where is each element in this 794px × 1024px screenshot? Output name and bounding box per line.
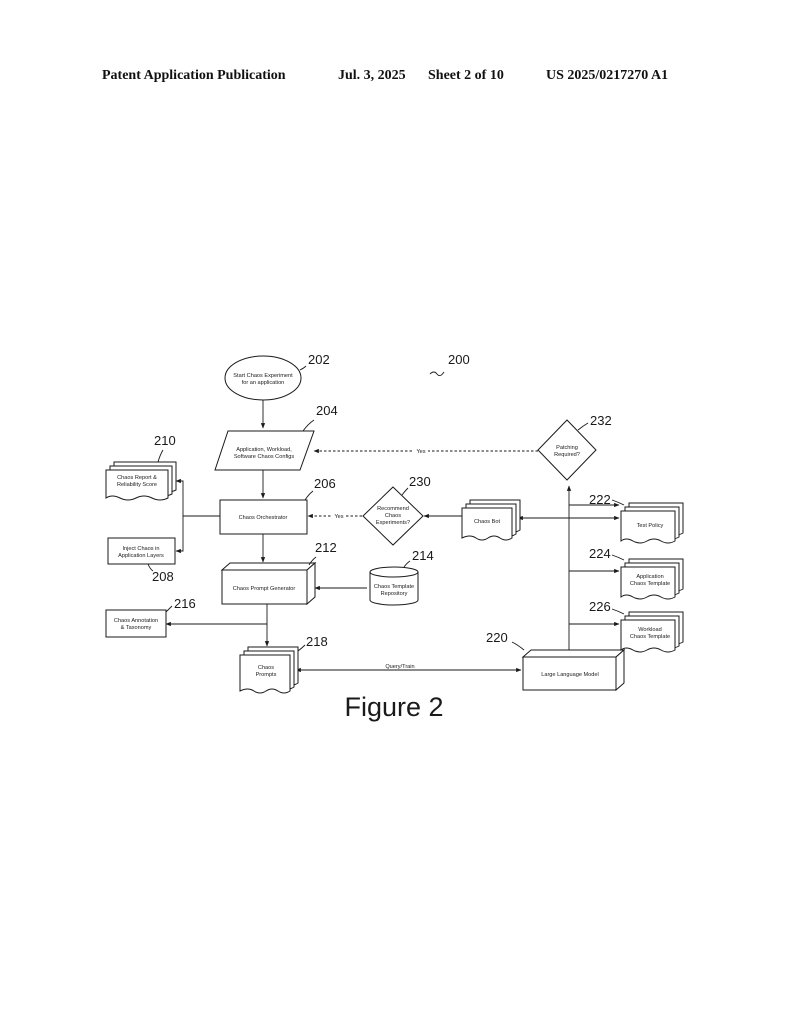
node-annotation-line-1: Chaos Annotation: [114, 618, 158, 624]
node-chaos-bot-line-1: Chaos Bot: [474, 519, 501, 525]
node-start-experiment: Start Chaos Experiment for an applicatio…: [224, 352, 330, 401]
node-workload-template-line-2: Chaos Template: [630, 634, 670, 640]
node-llm-line-1: Large Language Model: [541, 672, 599, 678]
edge-label-query-train: Query/Train: [385, 664, 414, 670]
node-orchestrator: Chaos Orchestrator 206: [219, 476, 336, 535]
node-patching-line-2: Required?: [554, 452, 580, 458]
node-patching-line-1: Patching: [556, 445, 578, 451]
node-test-policy-line-1: Test Policy: [637, 523, 664, 529]
leader-206: [304, 490, 314, 501]
node-inject-line-1: Inject Chaos in: [122, 546, 159, 552]
publication-label: Patent Application Publication: [102, 68, 286, 83]
node-chaos-bot: Chaos Bot: [461, 499, 521, 541]
leader-230: [401, 487, 409, 496]
ref-202: 202: [308, 352, 330, 367]
node-prompts: Chaos Prompts 218: [239, 634, 328, 694]
node-repo-line-1: Chaos Template: [374, 584, 414, 590]
leader-212: [308, 556, 317, 566]
leader-224: [611, 554, 625, 561]
node-workload-template-line-1: Workload: [638, 627, 662, 633]
leader-202: [299, 365, 307, 371]
edge-label-yes-recommend: Yes: [334, 514, 343, 520]
node-workload-template: Workload Chaos Template 226: [589, 599, 684, 653]
node-start-line-2: for an application: [242, 380, 285, 386]
node-test-policy: Test Policy 222: [589, 492, 684, 544]
node-start-line-1: Start Chaos Experiment: [233, 373, 293, 379]
node-report-line-1: Chaos Report &: [117, 475, 157, 481]
node-prompts-line-1: Chaos: [258, 665, 274, 671]
node-llm: Large Language Model 220: [486, 630, 626, 692]
ref-224: 224: [589, 546, 611, 561]
leader-216: [165, 605, 173, 613]
node-template-repo: Chaos Template Repository 214: [369, 548, 434, 606]
leader-210: [157, 449, 164, 463]
ref-204: 204: [316, 403, 338, 418]
node-generator-line-1: Chaos Prompt Generator: [233, 586, 296, 592]
node-inject-line-2: Application Layers: [118, 553, 164, 559]
page-header: Patent Application Publication Jul. 3, 2…: [0, 68, 794, 88]
leader-214: [403, 560, 411, 568]
node-recommend: Recommend Chaos Experiments? 230: [362, 474, 431, 546]
node-app-template-line-2: Chaos Template: [630, 581, 670, 587]
ref-206: 206: [314, 476, 336, 491]
node-report-line-2: Reliability Score: [117, 482, 157, 488]
leader-208: [147, 563, 154, 572]
ref-222: 222: [589, 492, 611, 507]
node-annotation: Chaos Annotation & Taxonomy 216: [105, 596, 196, 638]
ref-208: 208: [152, 569, 174, 584]
node-prompts-line-2: Prompts: [256, 672, 277, 678]
leader-222: [611, 499, 625, 506]
ref-218: 218: [306, 634, 328, 649]
leader-200: [429, 371, 445, 377]
ref-200: 200: [448, 352, 470, 367]
ref-226: 226: [589, 599, 611, 614]
node-patching: Patching Required? 232: [537, 413, 612, 481]
node-annotation-line-2: & Taxonomy: [121, 625, 152, 631]
edge-label-yes-patching: Yes: [416, 449, 425, 455]
patent-number: US 2025/0217270 A1: [546, 68, 669, 83]
node-recommend-line-3: Experiments?: [376, 520, 410, 526]
ref-230: 230: [409, 474, 431, 489]
leader-204: [302, 419, 315, 432]
node-configs-line-1: Application, Workload,: [236, 447, 292, 453]
ref-214: 214: [412, 548, 434, 563]
node-orchestrator-line-1: Chaos Orchestrator: [239, 515, 288, 521]
node-configs: Application, Workload, Software Chaos Co…: [214, 403, 338, 471]
figure-caption: Figure 2: [344, 692, 443, 722]
ref-216: 216: [174, 596, 196, 611]
node-app-template-line-1: Application: [636, 574, 663, 580]
edge-orchestrator-to-inject: [175, 516, 184, 554]
node-recommend-line-2: Chaos: [385, 513, 401, 519]
leader-220: [511, 641, 525, 651]
ref-212: 212: [315, 540, 337, 555]
publication-date: Jul. 3, 2025: [338, 68, 406, 83]
node-app-template: Application Chaos Template 224: [589, 546, 684, 600]
node-configs-line-2: Software Chaos Configs: [234, 454, 295, 460]
node-report: Chaos Report & Reliability Score 210: [105, 433, 177, 501]
sheet-number: Sheet 2 of 10: [428, 68, 504, 83]
leader-226: [611, 608, 625, 615]
ref-210: 210: [154, 433, 176, 448]
node-inject: Inject Chaos in Application Layers 208: [107, 537, 176, 584]
leader-232: [577, 422, 589, 431]
ref-220: 220: [486, 630, 508, 645]
edge-orchestrator-to-report: [175, 478, 220, 517]
node-prompt-generator: Chaos Prompt Generator 212: [220, 540, 337, 606]
leader-218: [297, 644, 306, 652]
node-repo-line-2: Repository: [381, 591, 408, 597]
ref-232: 232: [590, 413, 612, 428]
node-recommend-line-1: Recommend: [377, 506, 409, 512]
